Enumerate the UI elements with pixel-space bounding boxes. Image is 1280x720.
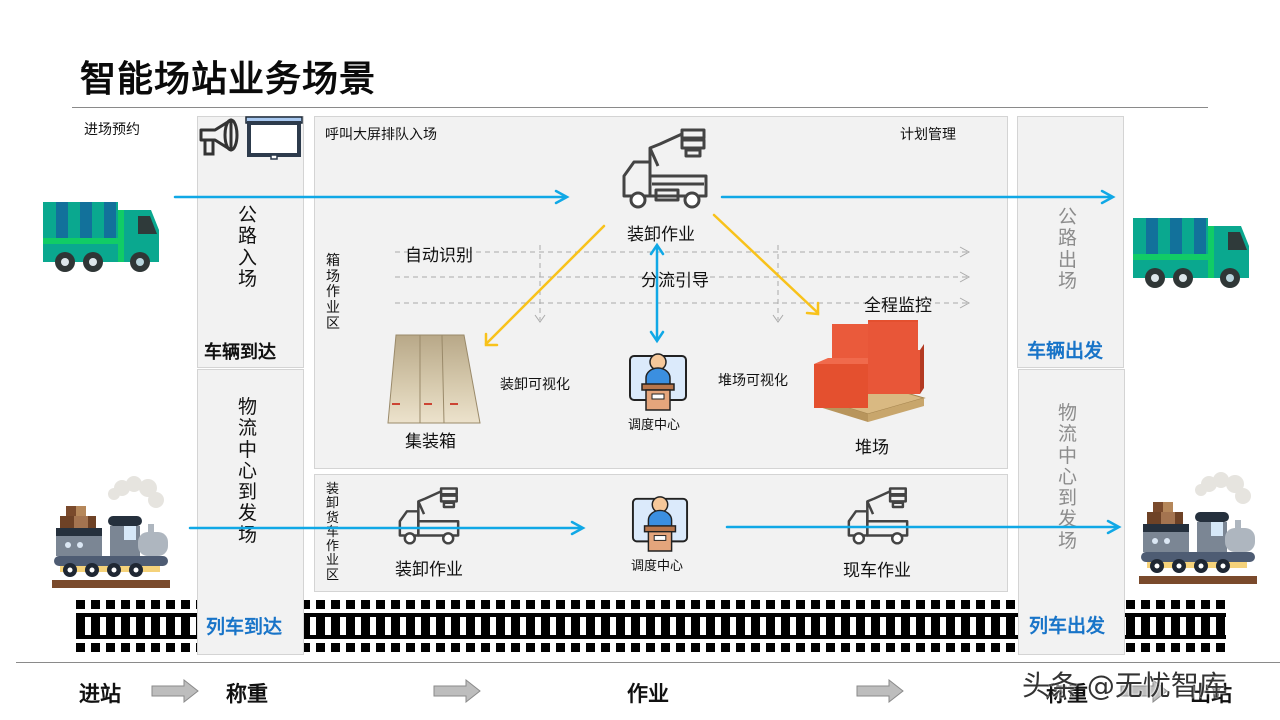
dispatcher-icon <box>631 496 689 552</box>
step-arrow-icon <box>856 679 904 703</box>
yard-zone-text: 箱 场 作 业 区 <box>326 253 340 332</box>
char: 公 <box>1058 206 1078 228</box>
truck-icon <box>43 202 159 272</box>
process-step-exit: 出站 <box>1190 682 1232 706</box>
yard-dispatch-label: 调度中心 <box>628 418 681 433</box>
yard-crane-label: 装卸作业 <box>627 225 695 245</box>
logistics-entry-text: 物 流 中 心 到 发 场 <box>238 396 258 546</box>
char: 业 <box>326 553 340 569</box>
logistics-exit-text: 物 流 中 心 到 发 场 <box>1058 402 1078 552</box>
process-step-operate: 作业 <box>627 682 669 706</box>
onsite-work-label: 现车作业 <box>843 561 911 581</box>
vehicle-depart-label: 车辆出发 <box>1027 340 1104 362</box>
stack-yard-label: 堆场 <box>855 438 889 458</box>
container-icon <box>387 334 481 424</box>
process-step-enter: 进站 <box>79 682 121 706</box>
title-divider <box>72 107 1208 108</box>
crane-truck-icon <box>622 128 708 209</box>
stack-visualization-label: 堆场可视化 <box>718 373 788 389</box>
page-title: 智能场站业务场景 <box>80 59 377 100</box>
truck-icon <box>1133 218 1249 288</box>
road-entry-text: 公 路 入 场 <box>238 204 258 290</box>
train-icon <box>1139 472 1257 584</box>
char: 物 <box>238 396 258 418</box>
plan-management-label: 计划管理 <box>900 127 956 143</box>
step-arrow-icon <box>433 679 481 703</box>
char: 作 <box>326 539 340 555</box>
pallet-boxes-icon <box>814 320 926 422</box>
vehicle-arrive-label: 车辆到达 <box>204 342 276 363</box>
char: 中 <box>238 438 258 461</box>
diversion-guide-label: 分流引导 <box>641 271 709 291</box>
watermark: 头条 @无忧智库 <box>1022 669 1227 702</box>
char: 场 <box>1058 529 1078 552</box>
train-depart-box <box>1018 596 1125 655</box>
rail-zone-text: 装 卸 货 车 作 业 区 <box>326 482 340 583</box>
process-step-weigh-in: 称重 <box>226 682 268 706</box>
entry-reservation-label: 进场预约 <box>84 122 140 138</box>
char: 路 <box>238 225 258 248</box>
char: 场 <box>238 267 258 290</box>
char: 流 <box>238 417 258 440</box>
step-arrow-icon <box>151 679 199 703</box>
char: 卸 <box>326 496 340 512</box>
char: 物 <box>1058 402 1078 424</box>
train-arrive-box <box>197 596 304 655</box>
char: 发 <box>1058 508 1078 531</box>
crane-truck-icon <box>398 487 460 545</box>
char: 中 <box>1058 444 1078 467</box>
char: 场 <box>238 523 258 546</box>
char: 作 <box>326 284 340 301</box>
process-step-weigh-out: 称重 <box>1046 682 1088 706</box>
screen-icon <box>245 116 303 160</box>
char: 场 <box>1058 269 1078 292</box>
rail-dispatch-label: 调度中心 <box>631 559 684 574</box>
road-exit-panel <box>1017 116 1124 368</box>
char: 箱 <box>326 253 340 269</box>
train-arrive-label: 列车到达 <box>206 616 283 638</box>
full-monitor-label: 全程监控 <box>864 296 932 316</box>
char: 心 <box>1058 465 1078 488</box>
call-screen-label: 呼叫大屏排队入场 <box>325 127 437 143</box>
dispatcher-icon <box>629 353 687 411</box>
char: 路 <box>1058 227 1078 250</box>
char: 流 <box>1058 423 1078 446</box>
char: 车 <box>326 524 340 540</box>
char: 区 <box>326 315 340 332</box>
step-arrow-icon <box>1120 679 1168 703</box>
road-entry-panel <box>197 116 304 368</box>
train-icon <box>52 476 170 588</box>
char: 货 <box>326 510 340 526</box>
char: 公 <box>238 204 258 226</box>
char: 装 <box>326 482 340 497</box>
auto-identify-label: 自动识别 <box>405 246 473 266</box>
rail-crane-label: 装卸作业 <box>395 560 463 580</box>
crane-truck-icon <box>847 487 909 545</box>
char: 场 <box>326 268 340 285</box>
train-depart-label: 列车出发 <box>1029 615 1106 637</box>
container-label: 集装箱 <box>405 432 456 452</box>
megaphone-icon <box>199 118 239 156</box>
load-visualization-label: 装卸可视化 <box>500 377 570 393</box>
char: 发 <box>238 502 258 525</box>
process-divider <box>16 662 1280 663</box>
char: 出 <box>1058 248 1078 271</box>
char: 区 <box>326 567 340 583</box>
char: 入 <box>238 246 258 269</box>
road-exit-text: 公 路 出 场 <box>1058 206 1078 292</box>
char: 到 <box>1058 487 1078 510</box>
char: 业 <box>326 300 340 317</box>
char: 心 <box>238 459 258 482</box>
char: 到 <box>238 481 258 504</box>
